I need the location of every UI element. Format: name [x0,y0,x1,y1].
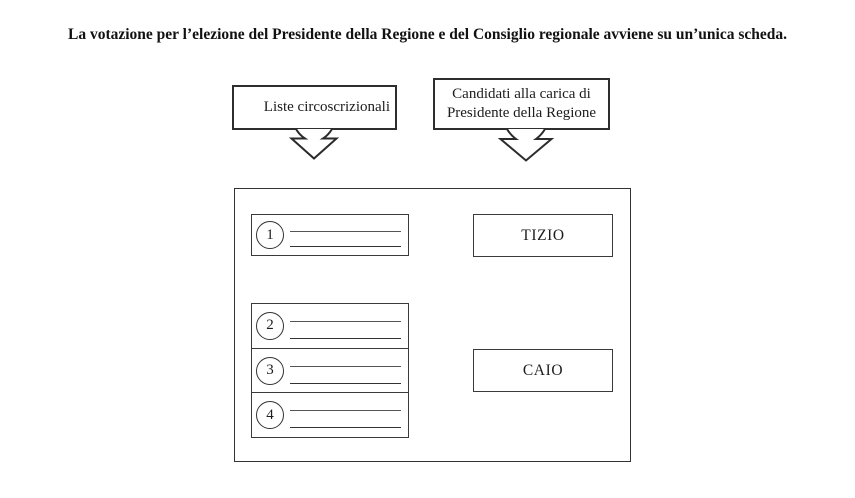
blank-line [290,338,401,340]
blank-line [290,230,401,232]
list-number: 2 [266,317,274,334]
list-number: 1 [266,226,274,243]
callout-liste-circoscrizionali: Liste circoscrizionali [232,85,397,130]
list-number: 3 [266,362,274,378]
blank-line [290,321,401,323]
list-row-2: 2 [252,304,408,348]
list-number-circle: 2 [256,311,284,340]
list-number-circle: 3 [256,356,284,385]
list-group: 2 3 4 [251,303,409,438]
list-number-circle: 4 [256,401,284,430]
list-row-4: 4 [252,392,408,438]
list-number: 4 [266,406,274,423]
callout-right-line1: Candidati alla carica di [452,86,591,102]
down-arrow-icon [497,128,555,162]
page-title: La votazione per l’elezione del Presiden… [68,26,787,43]
callout-right-line2: Presidente della Regione [446,105,597,121]
down-arrow-icon [288,128,340,160]
callout-candidati-presidente: Candidati alla carica di Presidente dell… [433,78,610,130]
blank-line [290,427,401,429]
list-number-circle: 1 [256,221,284,249]
callout-left-label: Liste circoscrizionali [263,99,390,115]
blank-line [290,246,401,248]
candidate-box-caio: CAIO [473,349,613,392]
blank-line [290,365,401,367]
candidate-box-tizio: TIZIO [473,214,613,257]
blank-line [290,410,401,412]
list-row-3: 3 [252,347,408,393]
ballot-sheet: 1 2 3 4 [234,188,631,462]
blank-line [290,382,401,384]
list-row-1: 1 [251,214,409,256]
